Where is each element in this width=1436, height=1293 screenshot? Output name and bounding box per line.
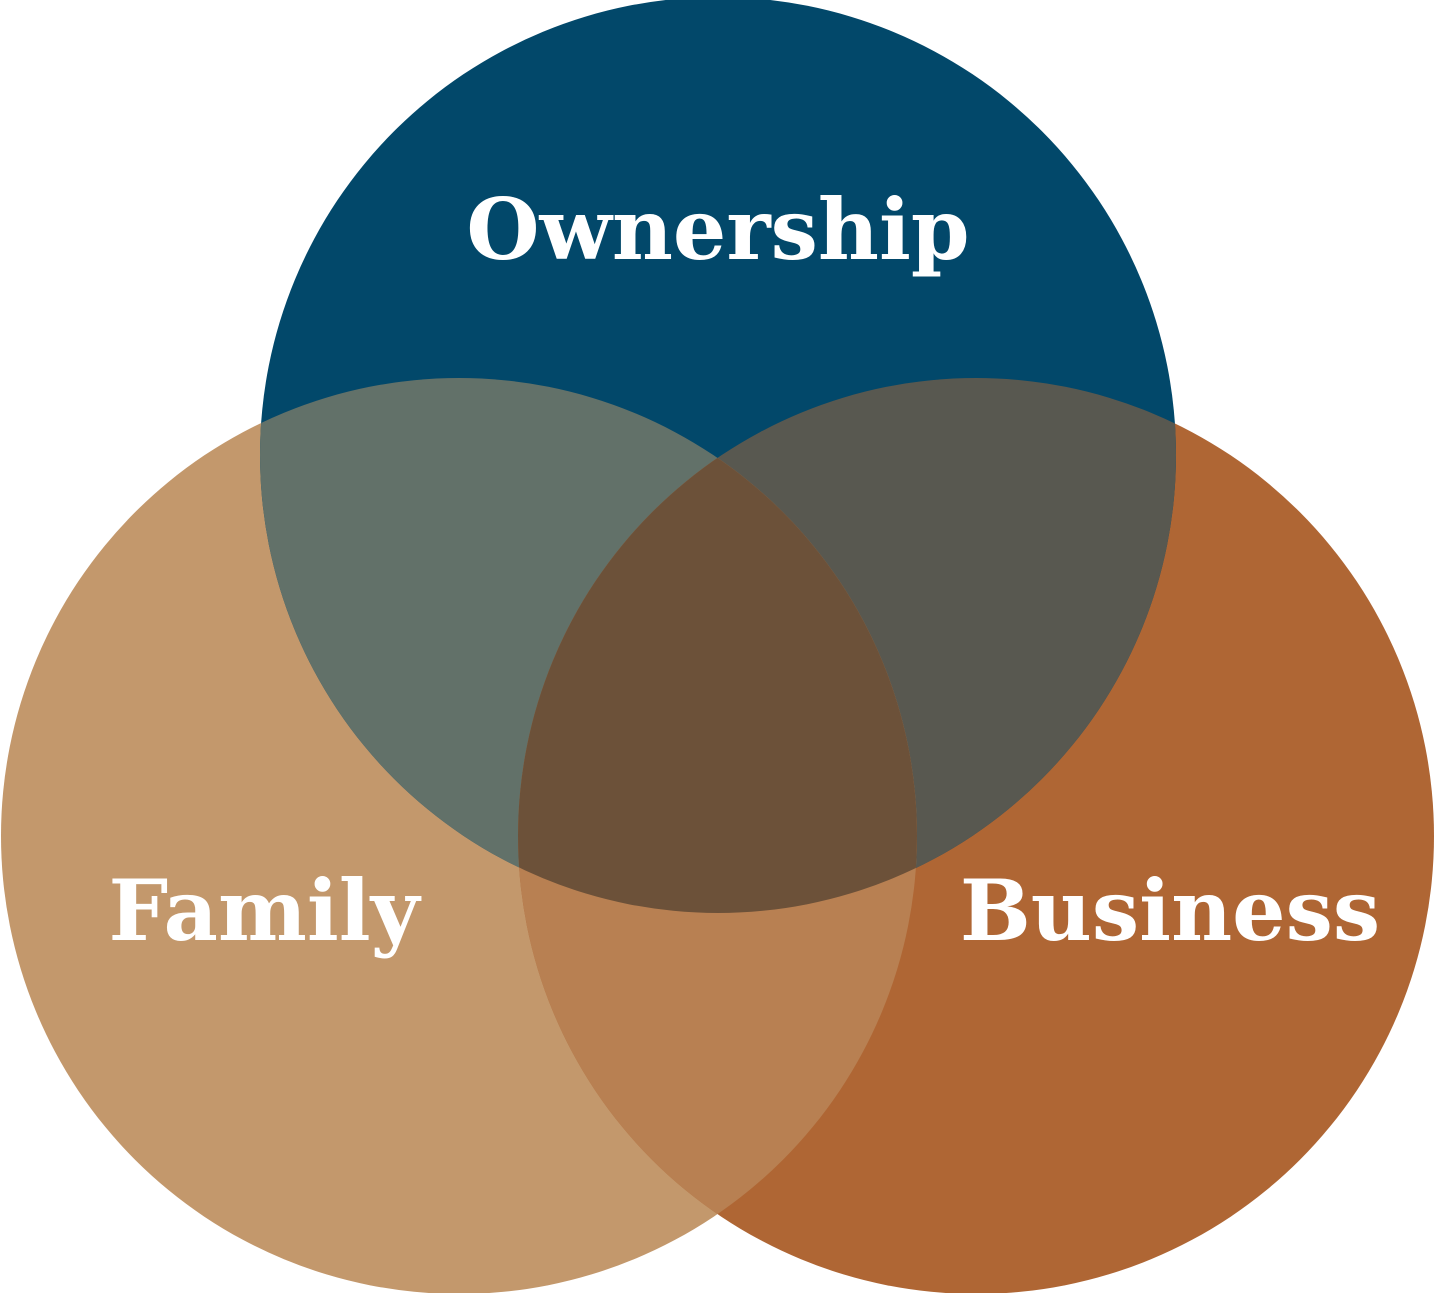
center-overlap (518, 378, 917, 913)
family-label: Family (109, 861, 422, 960)
business-label: Business (960, 861, 1380, 960)
ownership-label: Ownership (466, 180, 969, 279)
